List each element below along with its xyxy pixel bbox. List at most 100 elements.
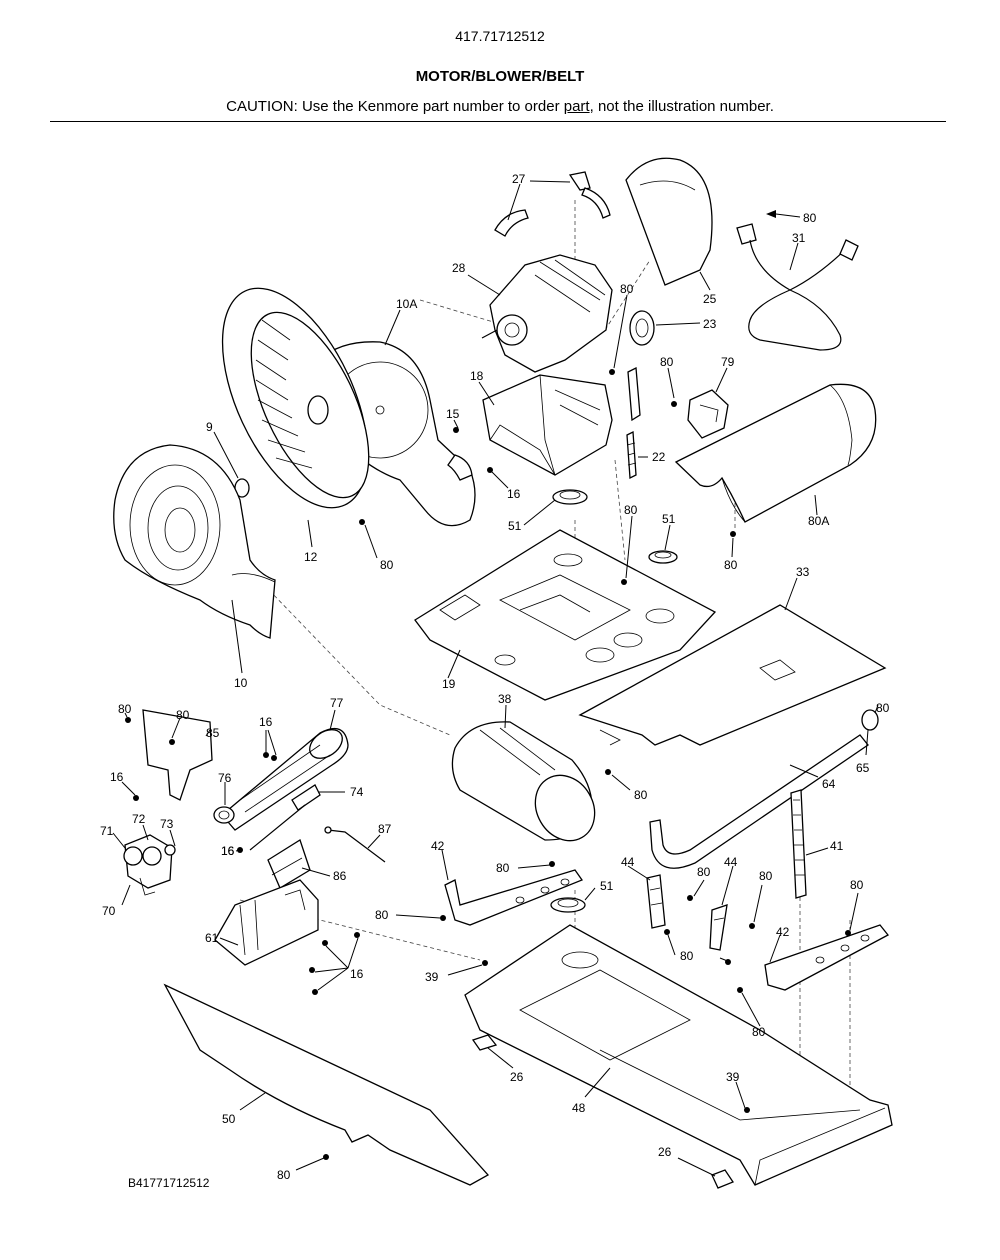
blower-wheel-part[interactable] — [193, 267, 398, 530]
callout-label: 87 — [378, 822, 392, 836]
callout-label: 80 — [277, 1168, 291, 1182]
callout-label: 28 — [452, 261, 466, 275]
exhaust-tube-part[interactable] — [649, 734, 869, 869]
callout-label: 65 — [856, 761, 870, 775]
support-bracket-left-part[interactable] — [444, 869, 584, 926]
top-plate-part[interactable] — [578, 604, 887, 746]
page-title: MOTOR/BLOWER/BELT — [415, 68, 585, 85]
callout-label: 80 — [620, 282, 634, 296]
callout-label: 51 — [662, 512, 676, 526]
caution-note: CAUTION: Use the Kenmore part number to … — [0, 98, 1000, 115]
callout-label: 38 — [498, 692, 512, 706]
callout-label: 39 — [425, 970, 439, 984]
gas-valve-part[interactable] — [123, 834, 176, 896]
caution-part-link[interactable]: part — [563, 98, 590, 115]
heat-shield-part[interactable] — [674, 383, 877, 523]
coil-ring-part[interactable] — [213, 806, 235, 824]
callout-label: 10 — [234, 676, 248, 690]
callout-label: 64 — [822, 777, 836, 791]
motor-mount-part[interactable] — [482, 374, 613, 476]
callout-label: 80 — [176, 708, 190, 722]
callout-label: 42 — [776, 925, 790, 939]
duct-bracket-part[interactable] — [267, 839, 311, 889]
callout-label: 80 — [680, 949, 694, 963]
drum-duct-part[interactable] — [451, 721, 606, 852]
burner-bracket-part[interactable] — [214, 879, 319, 966]
callout-label: 51 — [600, 879, 614, 893]
callout-label: 74 — [350, 785, 364, 799]
grommet-right-part[interactable] — [648, 550, 678, 564]
callout-label: 23 — [703, 317, 717, 331]
drive-motor-part[interactable] — [481, 254, 613, 373]
foot-pad-lower-part[interactable] — [711, 1169, 734, 1189]
callout-label: 16 — [350, 967, 364, 981]
callout-label: 19 — [442, 677, 456, 691]
motor-bracket-part[interactable] — [494, 171, 611, 237]
grommet-lower-part[interactable] — [550, 897, 586, 913]
callout-label: 26 — [510, 1070, 524, 1084]
callout-label: 50 — [222, 1112, 236, 1126]
callout-label: 80 — [697, 865, 711, 879]
drive-motor-switch-part[interactable] — [687, 389, 729, 439]
idler-pulley-part[interactable] — [627, 310, 655, 422]
callout-label: 80 — [759, 869, 773, 883]
blower-housing-back-part[interactable] — [317, 341, 476, 527]
foot-pad-upper-part[interactable] — [471, 1034, 498, 1051]
callout-label: 73 — [160, 817, 174, 831]
caution-text-start: CAUTION: Use the Kenmore part number to … — [226, 98, 564, 115]
callout-label: 72 — [132, 812, 146, 826]
callout-label: 61 — [205, 931, 219, 945]
callout-label: 80 — [724, 558, 738, 572]
callout-label: 9 — [206, 420, 213, 434]
callout-label: 16 — [110, 770, 124, 784]
base-plate-part[interactable] — [414, 529, 717, 701]
callout-label: 51 — [508, 519, 522, 533]
blower-housing-front-part[interactable] — [113, 444, 276, 639]
diagram-code: B41771712512 — [128, 1176, 210, 1190]
clip-left-part[interactable] — [646, 874, 666, 929]
callout-label: 80 — [624, 503, 638, 517]
callout-label: 79 — [721, 355, 735, 369]
clip-right-part[interactable] — [709, 904, 728, 951]
grommet-upper-part[interactable] — [552, 489, 588, 505]
base-part[interactable] — [464, 924, 893, 1186]
callout-label: 18 — [470, 369, 484, 383]
callout-label: 27 — [512, 172, 526, 186]
callout-label: 80 — [496, 861, 510, 875]
callout-label: 85 — [206, 726, 220, 740]
callout-leaders — [112, 180, 879, 1177]
callout-label: 80A — [808, 514, 829, 528]
callout-label: 44 — [724, 855, 738, 869]
callout-label: 16 — [259, 715, 273, 729]
callout-label: 44 — [621, 855, 635, 869]
mount-bracket-part[interactable] — [142, 709, 213, 801]
callout-label: 80 — [380, 558, 394, 572]
callout-label: 31 — [792, 231, 806, 245]
callout-label: 15 — [446, 407, 460, 421]
callout-labels: 27 80 31 25 28 10A 80 23 80 79 18 15 9 1… — [100, 172, 890, 1182]
caution-text-end: , not the illustration number. — [589, 98, 774, 115]
callout-label: 80 — [803, 211, 817, 225]
bottom-panel-part[interactable] — [163, 983, 490, 1186]
idler-spring-part[interactable] — [626, 430, 637, 480]
rail-part[interactable] — [790, 789, 807, 899]
callout-label: 41 — [830, 839, 844, 853]
screws — [125, 210, 851, 1160]
heater-element-part[interactable] — [221, 724, 349, 831]
wire-part[interactable] — [324, 826, 386, 863]
callout-label: 76 — [218, 771, 232, 785]
wire-harness-part[interactable] — [736, 223, 859, 351]
tube-fitting-part[interactable] — [861, 709, 879, 731]
callout-label: 80 — [118, 702, 132, 716]
shield-panel-part[interactable] — [625, 157, 713, 286]
callout-label: 80 — [660, 355, 674, 369]
callout-label: 80 — [375, 908, 389, 922]
callout-label: 33 — [796, 565, 810, 579]
callout-label: 77 — [330, 696, 344, 710]
support-bracket-right-part[interactable] — [764, 924, 889, 991]
callout-label: 16 — [221, 844, 235, 858]
sensor-part[interactable] — [249, 784, 321, 851]
callout-label: 16 — [507, 487, 521, 501]
callout-label: 48 — [572, 1101, 586, 1115]
